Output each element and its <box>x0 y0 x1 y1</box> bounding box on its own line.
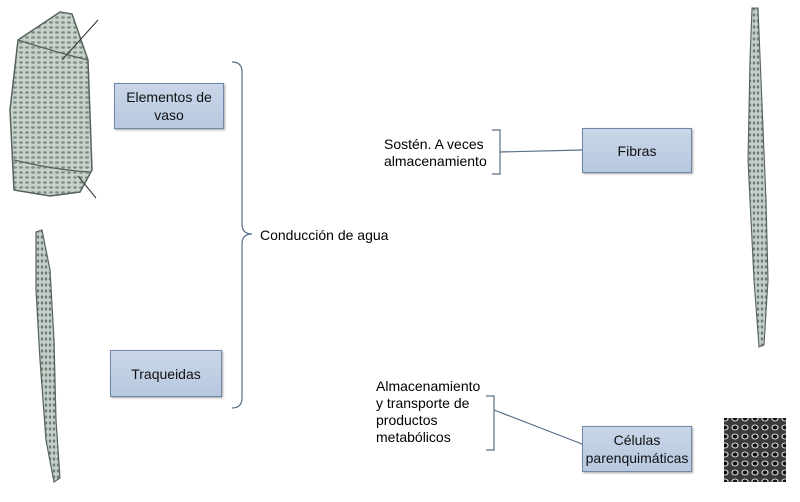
fibers-box: Fibras <box>582 128 692 173</box>
storage-transport-label: Almacenamiento y transporte de productos… <box>376 378 481 445</box>
parenchyma-illustration <box>724 418 786 482</box>
parenchyma-cells-box: Células parenquimáticas <box>582 426 692 472</box>
connector-lines <box>231 61 583 451</box>
vessel-element-illustration <box>9 11 99 199</box>
storage-bracket <box>486 395 495 451</box>
fiber-illustration <box>747 7 769 348</box>
support-bracket <box>492 129 501 175</box>
support-to-fibers-line <box>499 149 583 153</box>
water-conduction-label: Conducción de agua <box>260 227 389 243</box>
storage-to-parenchyma-line <box>493 409 583 445</box>
tracheids-box: Traqueidas <box>110 350 222 397</box>
vessel-elements-box: Elementos de vaso <box>114 83 224 129</box>
water-conduction-brace <box>231 61 253 409</box>
support-label: Sostén. A veces almacenamiento <box>384 136 487 169</box>
tracheid-illustration <box>35 229 61 484</box>
